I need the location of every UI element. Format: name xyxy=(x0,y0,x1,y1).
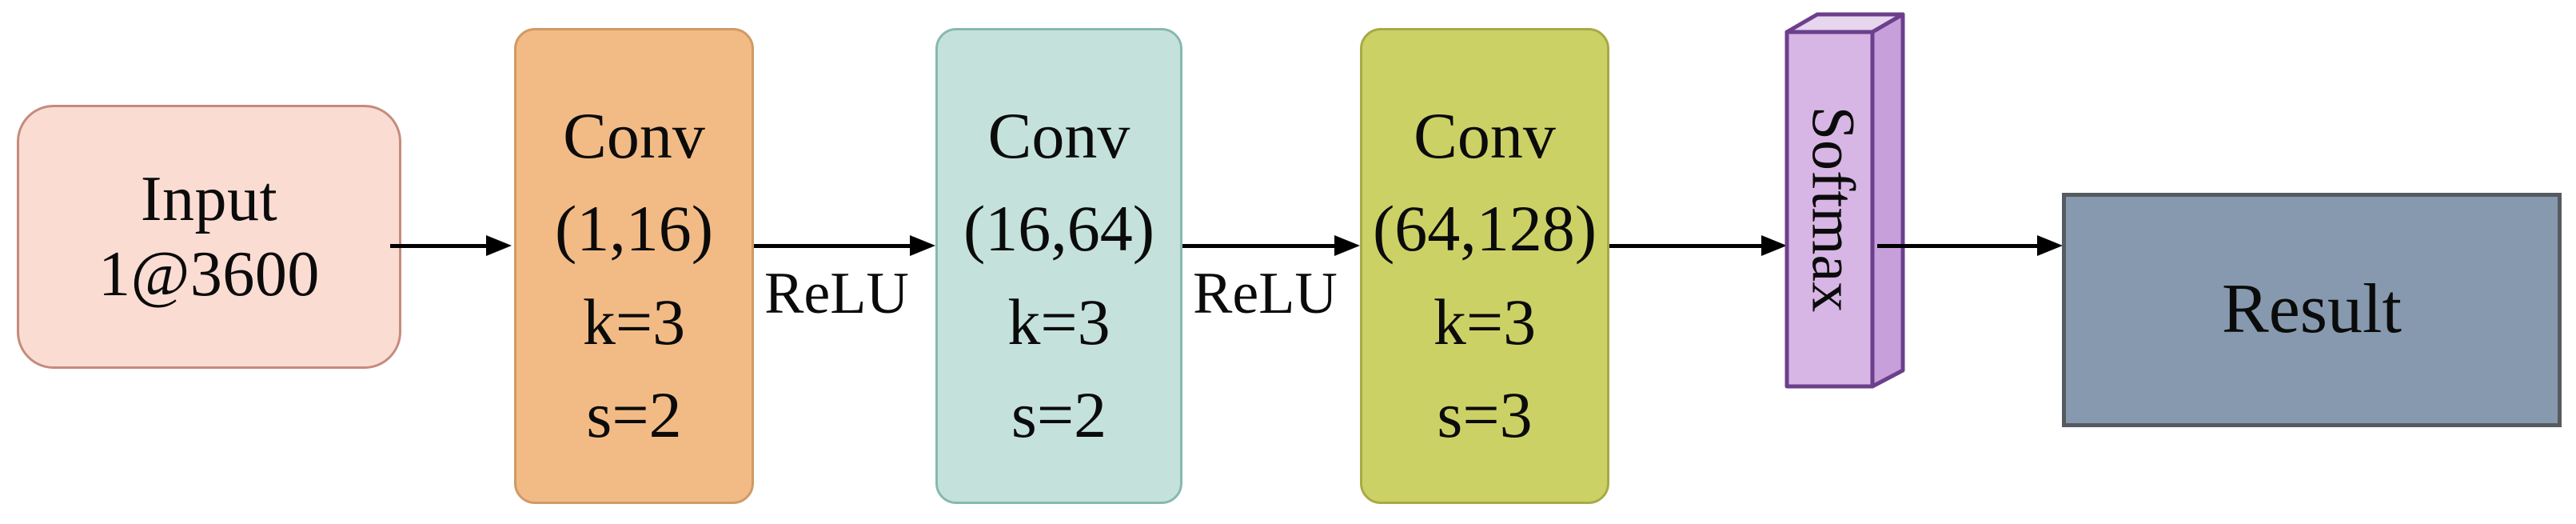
conv-block-3-line-2: (64,128) xyxy=(1372,192,1597,266)
conv-block-2-line-2: (16,64) xyxy=(963,192,1155,266)
arrow-shaft xyxy=(1877,244,2039,248)
conv-block-1-line-1: Conv xyxy=(563,99,705,172)
arrow-shaft xyxy=(1182,244,1336,248)
result-block-label: Result xyxy=(2222,270,2402,349)
conv-block-2-line-4: s=2 xyxy=(1011,378,1107,452)
arrow-head xyxy=(1334,235,1360,256)
edge-label-relu-2: ReLU xyxy=(1193,261,1338,326)
arrow-head xyxy=(2037,235,2063,256)
input-block-line-2: 1@3600 xyxy=(98,239,320,310)
conv-block-3-line-4: s=3 xyxy=(1437,378,1533,452)
softmax-block-label-wrap: Softmax xyxy=(1787,32,1878,386)
conv-block-3[interactable]: Conv (64,128) k=3 s=3 xyxy=(1360,28,1609,504)
softmax-prism-shape xyxy=(1784,12,1905,389)
conv-block-2[interactable]: Conv (16,64) k=3 s=2 xyxy=(935,28,1182,504)
conv-block-2-line-1: Conv xyxy=(987,99,1130,172)
arrow-input-to-conv1 xyxy=(390,235,512,256)
edge-label-relu-1: ReLU xyxy=(764,261,909,326)
conv-block-3-line-3: k=3 xyxy=(1433,285,1537,358)
arrow-head xyxy=(1761,235,1787,256)
result-block[interactable]: Result xyxy=(2062,193,2562,427)
arrow-shaft xyxy=(754,244,911,248)
arrow-conv1-to-conv2 xyxy=(754,235,935,256)
arrow-head xyxy=(910,235,935,256)
conv-block-2-line-3: k=3 xyxy=(1007,285,1111,358)
softmax-block-label: Softmax xyxy=(1799,106,1867,313)
arrow-softmax-to-result xyxy=(1877,235,2063,256)
arrow-shaft xyxy=(390,244,488,248)
conv-block-1-line-4: s=2 xyxy=(586,378,682,452)
arrow-head xyxy=(486,235,512,256)
conv-block-3-line-1: Conv xyxy=(1414,99,1556,172)
conv-block-1[interactable]: Conv (1,16) k=3 s=2 xyxy=(514,28,754,504)
arrow-conv3-to-softmax xyxy=(1609,235,1787,256)
arrow-shaft xyxy=(1609,244,1763,248)
input-block[interactable]: Input 1@3600 xyxy=(17,105,401,369)
arrow-conv2-to-conv3 xyxy=(1182,235,1360,256)
conv-block-1-line-2: (1,16) xyxy=(554,192,714,266)
conv-block-1-line-3: k=3 xyxy=(582,285,686,358)
softmax-block[interactable] xyxy=(1781,10,1909,402)
input-block-line-1: Input xyxy=(140,163,278,234)
